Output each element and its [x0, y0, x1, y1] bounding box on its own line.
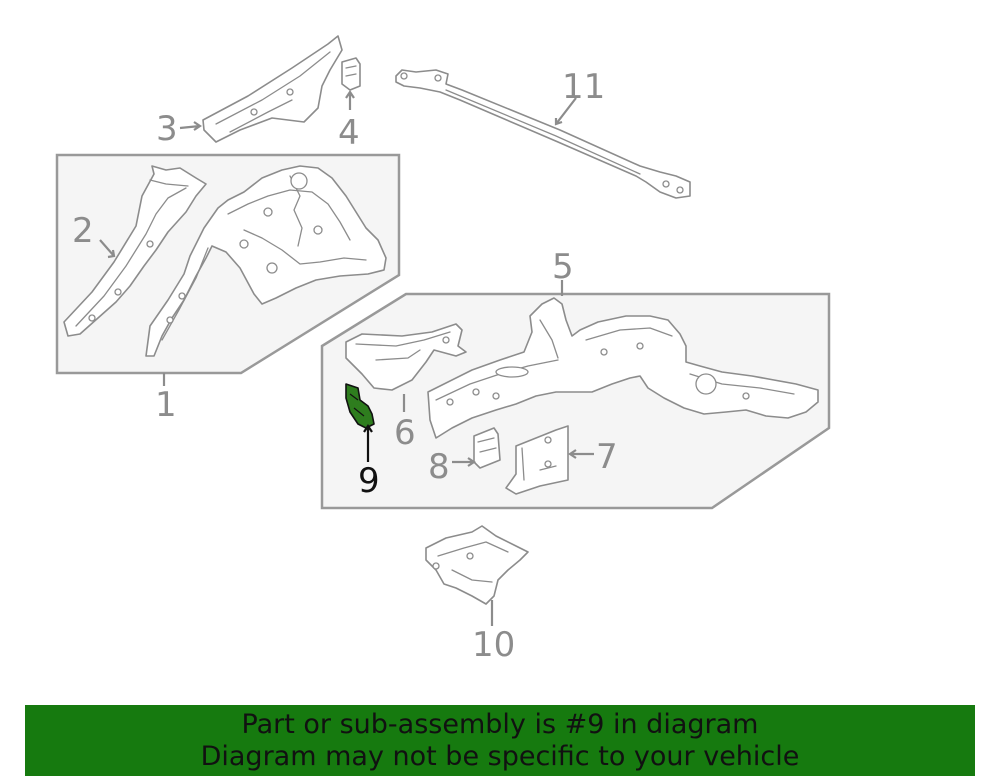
- part-4-bracket[interactable]: [341, 57, 361, 91]
- callout-6: 6: [394, 413, 416, 453]
- callout-11: 11: [562, 67, 605, 107]
- callout-7: 7: [596, 437, 618, 477]
- part-1-wheelhouse-panel[interactable]: [145, 165, 387, 357]
- leader-4: [345, 90, 355, 110]
- callout-5: 5: [552, 247, 574, 287]
- part-8-small-bracket[interactable]: [473, 427, 501, 469]
- leader-8: [452, 457, 476, 467]
- callout-4: 4: [338, 113, 360, 153]
- leader-3: [179, 121, 202, 131]
- callout-10: 10: [472, 625, 515, 665]
- callout-2: 2: [72, 211, 94, 251]
- part-11-strut-brace[interactable]: [395, 69, 691, 199]
- leader-9: [363, 424, 373, 462]
- leader-2: [99, 239, 116, 259]
- callout-3: 3: [156, 109, 178, 149]
- part-6-front-bracket[interactable]: [345, 323, 467, 391]
- part-5-side-frame[interactable]: [427, 297, 819, 439]
- info-banner: Part or sub-assembly is #9 in diagram Di…: [25, 705, 975, 776]
- leader-11: [554, 97, 577, 126]
- part-9-highlighted-bracket[interactable]: [345, 383, 375, 429]
- part-2-upper-rail[interactable]: [63, 165, 207, 337]
- callout-9: 9: [358, 461, 380, 501]
- part-3-apron-reinforcement[interactable]: [202, 35, 343, 143]
- callout-8: 8: [428, 447, 450, 487]
- parts-diagram: 1 2 3 4 5 6 7 8 9 10 11: [55, 35, 831, 665]
- part-7-plate[interactable]: [505, 425, 569, 495]
- part-10-mount-bracket[interactable]: [425, 525, 529, 605]
- callout-1: 1: [155, 385, 177, 425]
- banner-line-2: Diagram may not be specific to your vehi…: [200, 740, 800, 772]
- banner-line-1: Part or sub-assembly is #9 in diagram: [241, 708, 759, 740]
- leader-7: [568, 449, 594, 459]
